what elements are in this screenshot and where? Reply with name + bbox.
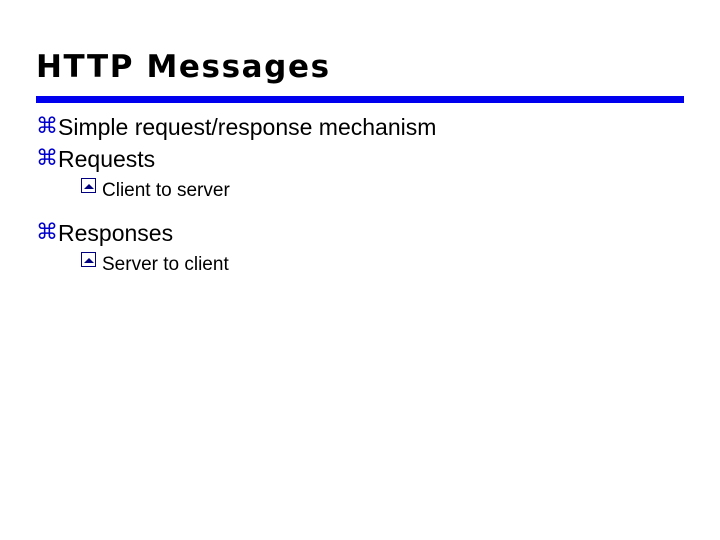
list-item-label: Responses [58,220,174,246]
list-spacer [36,210,692,218]
chevron-square-bullet-icon [81,178,102,193]
list-item: ⌘ Simple request/response mechanism [36,112,692,142]
list-item-label: Client to server [102,180,230,201]
list-item-label: Requests [58,146,156,172]
command-bullet-icon: ⌘ [36,220,58,245]
slide-body-bullet-list: ⌘ Simple request/response mechanism ⌘ Re… [36,112,692,284]
list-item-label: Server to client [102,254,229,275]
list-item: ⌘ Requests [36,144,692,174]
list-item: Server to client [81,252,692,278]
command-bullet-icon: ⌘ [36,146,58,171]
chevron-square-bullet-icon [81,252,102,267]
chevron-up-icon [81,178,96,193]
chevron-up-icon [81,252,96,267]
list-item: ⌘ Responses [36,218,692,248]
title-divider-rule [36,96,684,103]
page-title: HTTP Messages [36,49,331,85]
list-item-label: Simple request/response mechanism [58,114,437,140]
command-bullet-icon: ⌘ [36,114,58,139]
list-item: Client to server [81,178,692,204]
